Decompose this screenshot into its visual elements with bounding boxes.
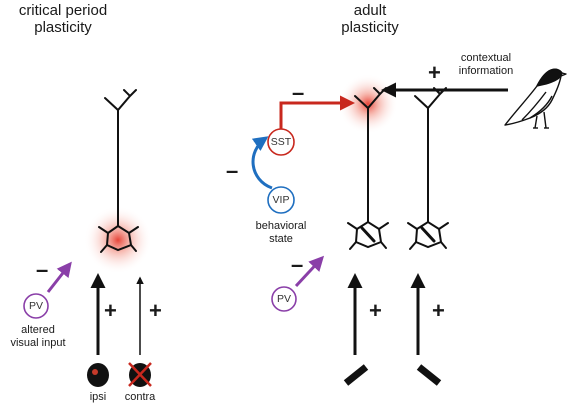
sst-label: SST [270,136,292,148]
stimulus-bar-a [343,364,369,386]
vip-label: VIP [272,194,290,206]
stimulus-bar-b [416,364,442,386]
ipsi-label: ipsi [89,391,107,403]
pv-left-arrow [46,261,72,293]
behavioral-state-line1: behavioral [255,220,307,232]
altered-input-line1: altered [21,324,55,336]
title-left-line1: critical period [18,2,108,19]
bird-icon [504,68,567,129]
pv-right-circle [271,286,297,312]
behavioral-state-line2: state [269,233,293,245]
contextual-line2: information [458,65,514,77]
contra-label: contra [124,391,156,403]
title-left-line2: plasticity [34,19,92,36]
left-soma-glow [84,206,152,274]
title-critical-period: critical period plasticity [8,2,118,36]
vip-inhibition-arrow [251,136,273,190]
left-neuron [84,89,152,274]
pv-right-minus: – [291,252,304,277]
vip-minus: – [226,158,239,183]
title-adult: adult plasticity [320,2,420,36]
ipsi-plus: + [104,298,117,323]
adult-neuron-a [338,74,398,250]
contextual-line1: contextual [460,52,512,64]
adult-a-plus: + [369,298,382,323]
vip-circle [267,186,295,214]
sst-inhibition-arrow [279,95,355,129]
title-right-line1: adult [353,2,387,19]
ipsi-eye-icon [87,363,109,387]
title-right-line2: plasticity [341,19,399,36]
pv-left-label: PV [28,300,43,312]
pv-right-arrow [294,255,325,288]
pv-right-label: PV [276,293,291,305]
pv-left-minus: – [36,257,49,282]
altered-input-label: altered visual input [0,324,76,350]
pv-left-circle [23,293,49,319]
altered-input-line2: visual input [10,337,66,349]
contra-eye-icon [128,362,152,387]
adult-neuron-b [407,87,449,250]
contextual-plus: + [428,60,441,85]
contra-plus: + [149,298,162,323]
sst-minus: – [292,80,305,105]
contextual-info-label: contextual information [446,52,526,78]
behavioral-state-label: behavioral state [246,220,316,246]
adult-b-plus: + [432,298,445,323]
